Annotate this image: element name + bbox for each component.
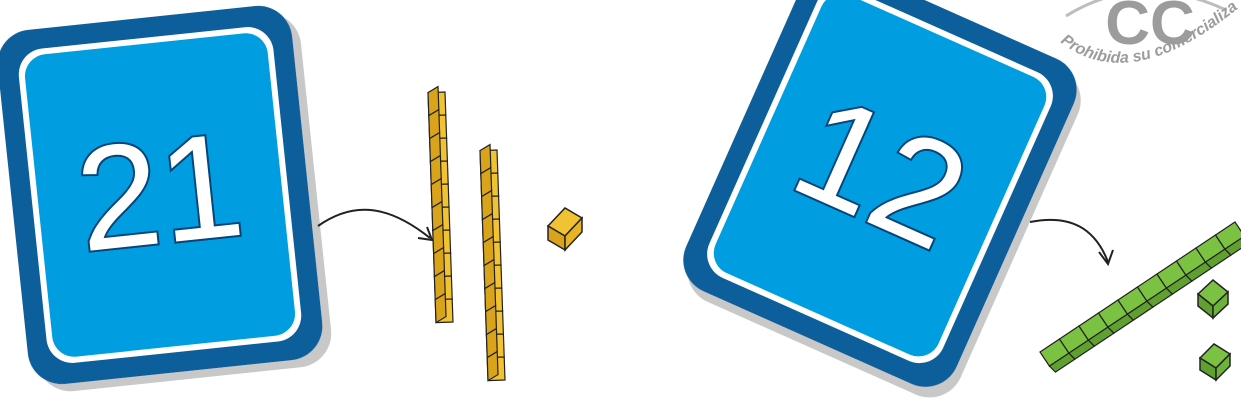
rod-unit-side	[435, 294, 446, 323]
number-card-21: 21	[0, 3, 326, 388]
arrow-right	[1030, 220, 1108, 262]
unit-cube-yellow	[548, 208, 582, 250]
unit-cube-green	[1200, 344, 1230, 380]
arrow-left	[318, 210, 430, 238]
tens-rods-yellow	[428, 87, 505, 381]
ten-rod	[428, 87, 453, 323]
rod-unit-side	[487, 352, 498, 381]
number-card-12: 12	[672, 0, 1087, 398]
unit-cube-green	[1198, 280, 1228, 318]
card-number: 21	[69, 102, 250, 283]
ten-rod	[480, 145, 505, 381]
